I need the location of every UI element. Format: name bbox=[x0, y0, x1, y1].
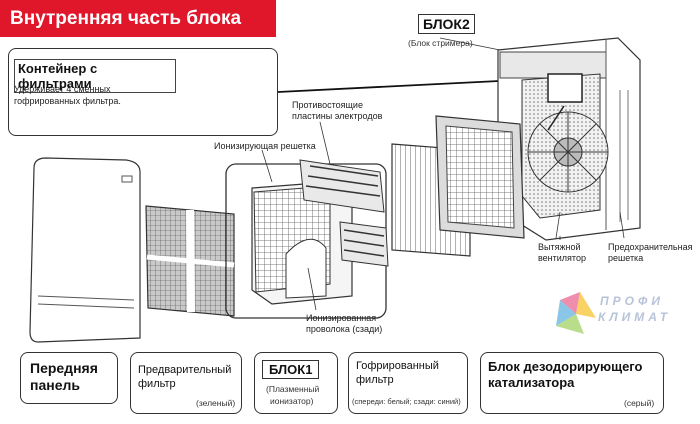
profi-klimat-logo-mark bbox=[556, 292, 596, 334]
deodorizer-note: (серый) bbox=[624, 398, 655, 408]
front-panel-label-line2: панель bbox=[30, 377, 80, 393]
exhaust-fan-label-line2: вентилятор bbox=[538, 253, 586, 263]
corrugated-label-line2: фильтр bbox=[356, 374, 394, 386]
section-title: Внутренняя часть блока bbox=[0, 0, 276, 37]
prefilter-note: (зеленый) bbox=[196, 398, 236, 408]
container-desc-line1: Удерживает 4 сменных bbox=[14, 84, 111, 94]
block1-title: БЛОК1 bbox=[262, 360, 320, 379]
block2-subtitle: (Блок стримера) bbox=[408, 38, 473, 48]
deodorizer-label-line2: катализатора bbox=[488, 375, 575, 390]
safety-grid-label-line1: Предохранительная bbox=[608, 242, 693, 252]
main-unit-drawing bbox=[497, 37, 641, 241]
logo-text-line1: ПРОФИ bbox=[600, 294, 664, 308]
ionizing-grid-label: Ионизирующая решетка bbox=[214, 141, 316, 151]
prefilter-label-line2: фильтр bbox=[138, 378, 176, 390]
block1-note-line2: ионизатор) bbox=[270, 396, 314, 406]
container-desc-line2: гофрированных фильтра. bbox=[14, 96, 121, 106]
opposing-plates-label-line1: Противостоящие bbox=[292, 100, 363, 110]
ionized-wire-label-line2: проволока (сзади) bbox=[306, 324, 383, 334]
opposing-plates-label-line2: пластины электродов bbox=[292, 111, 383, 121]
block2-title: БЛОК2 bbox=[418, 14, 475, 34]
front-panel-box bbox=[20, 352, 118, 404]
safety-grid-label-line2: решетка bbox=[608, 253, 644, 263]
prefilter-label-line1: Предварительный bbox=[138, 364, 232, 376]
catalyst-block-drawing bbox=[435, 115, 525, 239]
corrugated-filter-box bbox=[348, 352, 468, 414]
deodorizer-box bbox=[480, 352, 664, 414]
corrugated-note: (спереди: белый; сзади: синий) bbox=[352, 397, 461, 406]
ionizing-grid-drawing bbox=[251, 181, 353, 305]
corrugated-label-line1: Гофрированный bbox=[356, 360, 439, 372]
ionized-wire-label-line1: Ионизированная bbox=[306, 313, 377, 323]
front-panel-drawing bbox=[29, 157, 141, 343]
logo-text-line2: КЛИМАТ bbox=[598, 310, 672, 324]
deodorizer-label-line1: Блок дезодорирующего bbox=[488, 359, 643, 374]
front-panel-label-line1: Передняя bbox=[30, 360, 98, 376]
prefilter-drawing bbox=[145, 205, 235, 317]
container-title: Контейнер с фильтрами bbox=[14, 59, 176, 93]
exhaust-fan-label-line1: Вытяжной bbox=[538, 242, 581, 252]
electrode-plates-drawing bbox=[299, 159, 389, 267]
prefilter-box bbox=[130, 352, 242, 414]
block1-note-line1: (Плазменный bbox=[266, 384, 320, 394]
